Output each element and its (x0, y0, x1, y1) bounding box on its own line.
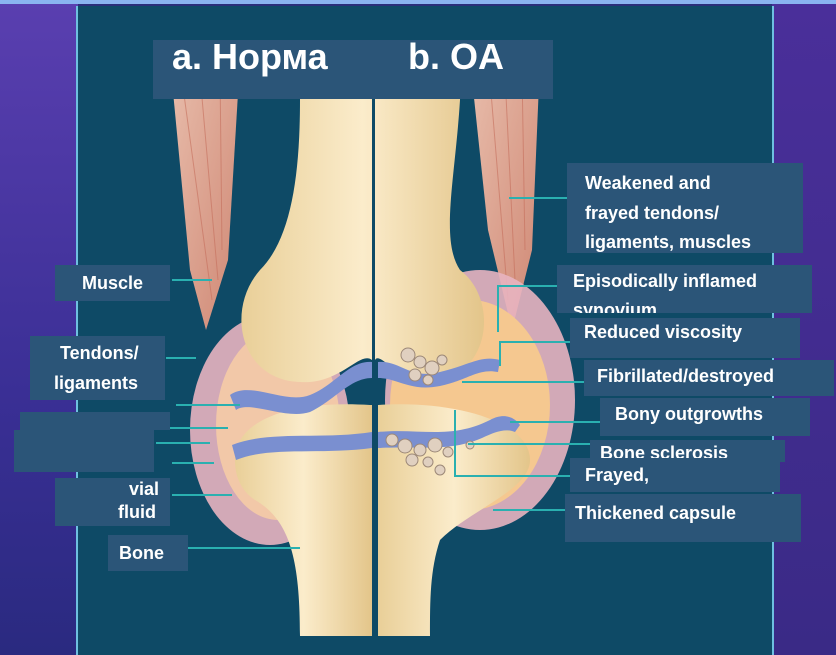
label-viscosity: Reduced viscosity (584, 319, 742, 345)
femur (241, 95, 484, 382)
label-bone: Bone (119, 540, 164, 566)
label-inflamed: Episodically inflamed (573, 268, 757, 294)
label-weakened-3: ligaments, muscles (585, 229, 751, 255)
label-weakened-2: frayed tendons/ (585, 200, 719, 226)
label-box-hidden-2 (14, 430, 154, 472)
label-box-viscosity: Reduced viscosity (570, 318, 800, 358)
label-box-inflamed: Episodically inflamed synovium (557, 265, 812, 313)
label-tendons-2: ligaments (54, 370, 138, 396)
label-outgrowths: Bony outgrowths (615, 401, 763, 427)
label-tendons-1: Tendons/ (60, 340, 139, 366)
title-oa: b. OA (408, 36, 504, 78)
label-box-frayed: Frayed, (570, 458, 780, 492)
title-normal: a. Норма (172, 36, 328, 78)
label-capsule: Thickened capsule (575, 500, 736, 526)
label-inflamed-cut: synovium (573, 297, 657, 313)
label-muscle: Muscle (82, 270, 143, 296)
label-synovial-2: fluid (118, 499, 156, 525)
label-weakened-1: Weakened and (585, 170, 711, 196)
muscle-left (170, 60, 240, 330)
label-box-hidden-1 (20, 412, 170, 430)
label-fibrillated: Fibrillated/destroyed (597, 363, 774, 389)
label-frayed: Frayed, (585, 462, 649, 488)
